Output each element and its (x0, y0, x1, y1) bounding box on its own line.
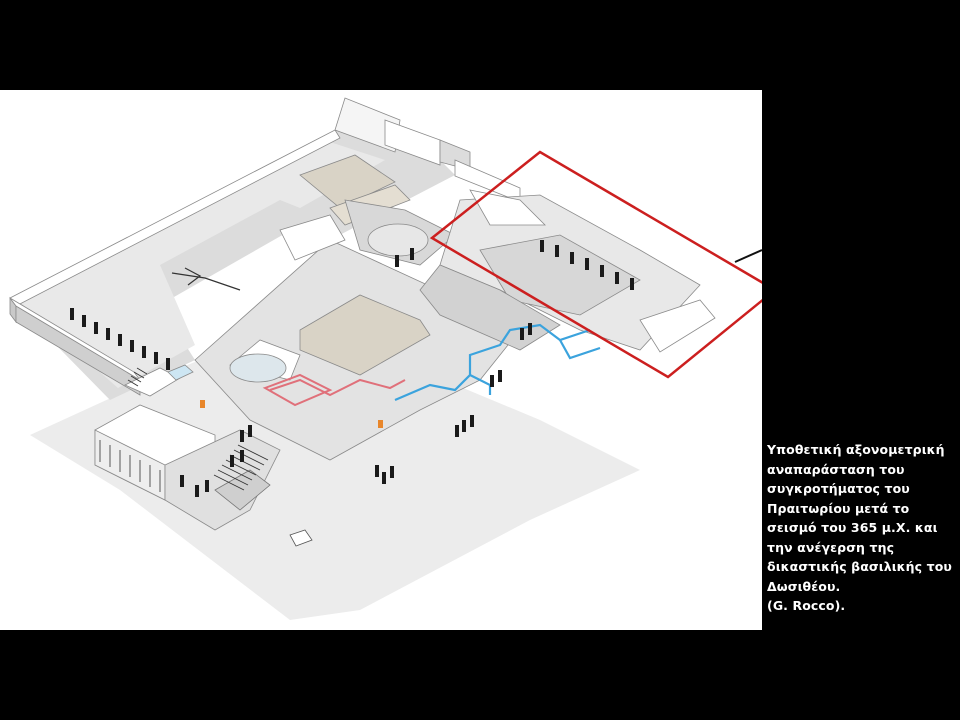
column (230, 455, 234, 467)
caption-line-7: δικαστικής βασιλικής του (767, 559, 952, 574)
highlight-frame (429, 150, 762, 379)
column (570, 252, 574, 264)
column (520, 328, 524, 340)
caption-line-2: αναπαράσταση του (767, 461, 905, 477)
column (106, 328, 110, 340)
column (375, 465, 379, 477)
caption-line-6: την ανέγερση της (767, 539, 895, 555)
pink-room (262, 373, 333, 407)
column (240, 430, 244, 442)
column (600, 265, 604, 277)
column (540, 240, 544, 252)
column (154, 352, 158, 364)
column (166, 358, 170, 370)
column (118, 334, 122, 346)
column (462, 420, 466, 432)
caption-line-8: Δωσιθέου. (767, 578, 841, 594)
column (142, 346, 146, 358)
column (82, 315, 86, 327)
caption-line-5: σεισμό του 365 μ.Χ. και (767, 520, 938, 535)
column (70, 308, 74, 320)
ground-plane (30, 320, 640, 620)
beige-room-north (299, 154, 396, 209)
judicial-basilica (419, 189, 716, 353)
column (615, 272, 619, 284)
columns (70, 240, 634, 497)
caption-line-1: Υποθετική αξονομετρική (767, 442, 945, 457)
pink-path (269, 378, 406, 397)
stairs-west (127, 367, 148, 387)
orange-marker-1 (200, 400, 205, 408)
south-building (94, 364, 313, 547)
column (498, 370, 502, 382)
column (180, 475, 184, 487)
column (555, 245, 559, 257)
column (528, 323, 532, 335)
column (240, 450, 244, 462)
column (410, 248, 414, 260)
column (395, 255, 399, 267)
column (585, 258, 589, 270)
column (382, 472, 386, 484)
orange-marker-2 (378, 420, 383, 428)
column (205, 480, 209, 492)
column (94, 322, 98, 334)
caption: Υποθετική αξονομετρική αναπαράσταση του … (767, 440, 955, 616)
axonometric-reconstruction-figure (0, 90, 762, 630)
caption-line-3: συγκροτήματος του (767, 481, 910, 496)
column (390, 466, 394, 478)
caption-credit: (G. Rocco). (767, 598, 846, 613)
column (630, 278, 634, 290)
water-channel (394, 323, 591, 402)
column (470, 415, 474, 427)
caption-line-4: Πραιτωρίου μετά το (767, 500, 910, 516)
north-walls (334, 97, 521, 203)
axonometric-plan-drawing (9, 97, 762, 620)
column (195, 485, 199, 497)
water-channel-east (559, 339, 601, 360)
north-arrow (171, 267, 241, 291)
column (455, 425, 459, 437)
column (490, 375, 494, 387)
leader-line (734, 249, 762, 263)
column (130, 340, 134, 352)
column (248, 425, 252, 437)
